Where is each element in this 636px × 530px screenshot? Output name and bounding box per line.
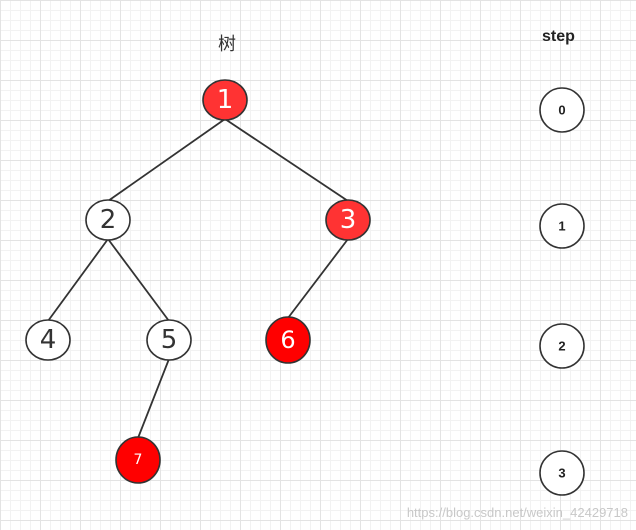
- node-circle: [85, 199, 131, 241]
- edge-1-2: [107, 118, 226, 202]
- step-label: 0: [558, 103, 565, 118]
- node-circle: [325, 199, 371, 241]
- node-label: 1: [217, 85, 234, 115]
- step-circle: [539, 450, 585, 496]
- step-column: 0 1 2 3: [539, 87, 585, 496]
- step-2: 2: [539, 323, 585, 369]
- edge-2-4: [47, 238, 109, 322]
- step-label: 2: [558, 339, 565, 354]
- tree-nodes: 1 2 3 4 5 6 7: [25, 79, 371, 484]
- node-circle: [115, 436, 161, 484]
- tree-node-1: 1: [202, 79, 248, 121]
- watermark: https://blog.csdn.net/weixin_42429718: [406, 505, 628, 520]
- step-circle: [539, 323, 585, 369]
- tree-node-5: 5: [146, 319, 192, 361]
- node-label: 3: [340, 205, 357, 235]
- tree-edges: [47, 118, 349, 439]
- tree-node-6: 6: [265, 316, 311, 364]
- edge-5-7: [137, 358, 170, 439]
- node-circle: [146, 319, 192, 361]
- node-label: 7: [134, 452, 143, 468]
- step-label: 1: [558, 219, 565, 234]
- node-circle: [265, 316, 311, 364]
- step-0: 0: [539, 87, 585, 133]
- step-1: 1: [539, 203, 585, 249]
- tree-node-3: 3: [325, 199, 371, 241]
- step-circle: [539, 87, 585, 133]
- node-label: 4: [40, 325, 57, 355]
- edge-3-6: [287, 238, 349, 319]
- node-label: 5: [161, 325, 178, 355]
- tree-node-2: 2: [85, 199, 131, 241]
- edge-2-5: [107, 238, 170, 322]
- step-title: step: [542, 28, 575, 45]
- step-label: 3: [558, 466, 565, 481]
- node-circle: [25, 319, 71, 361]
- edge-1-3: [224, 118, 349, 202]
- step-3: 3: [539, 450, 585, 496]
- node-label: 2: [100, 205, 117, 235]
- step-circle: [539, 203, 585, 249]
- tree-title: 树: [218, 34, 236, 55]
- tree-node-7: 7: [115, 436, 161, 484]
- node-label: 6: [280, 326, 295, 354]
- tree-node-4: 4: [25, 319, 71, 361]
- node-circle: [202, 79, 248, 121]
